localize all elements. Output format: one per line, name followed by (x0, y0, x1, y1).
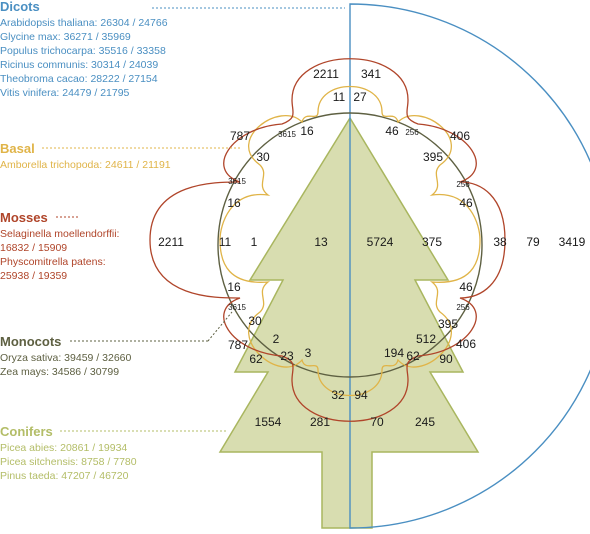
region-label: 11 (219, 235, 232, 249)
legend-dicots: Dicots Arabidopsis thaliana: 26304 / 247… (0, 0, 168, 100)
legend-conifers-line: Picea sitchensis: 8758 / 7780 (0, 456, 137, 468)
legend-dicots-line: Vitis vinifera: 24479 / 21795 (0, 87, 130, 99)
legend-monocots: Monocots Oryza sativa: 39459 / 32660 Zea… (0, 333, 131, 379)
conifers-tree-shape (218, 116, 480, 529)
region-label: 16 (227, 196, 241, 210)
legend-mosses-line: 16832 / 15909 (0, 242, 68, 254)
region-label: 375 (422, 235, 442, 249)
legend-basal: Basal Amborella trichopoda: 24611 / 2119… (0, 140, 171, 172)
region-label: 281 (310, 415, 330, 429)
region-label: 11 (333, 90, 346, 104)
region-label: 395 (423, 150, 443, 164)
region-label: 30 (256, 150, 270, 164)
region-label: 512 (416, 332, 436, 346)
region-label: 3419 (559, 235, 586, 249)
region-label: 27 (353, 90, 367, 104)
region-label: 16 (227, 280, 241, 294)
legend-basal-line: Amborella trichopoda: 24611 / 21191 (0, 159, 171, 171)
region-label: 194 (384, 346, 404, 360)
region-label: 32 (331, 388, 345, 402)
region-label: 30 (248, 314, 262, 328)
region-label: 1554 (255, 415, 282, 429)
legend-conifers-line: Pinus taeda: 47207 / 46720 (0, 470, 129, 482)
legend-conifers: Conifers Picea abies: 20861 / 19934 Pice… (0, 423, 137, 483)
region-label: 62 (406, 349, 420, 363)
region-label: 13 (314, 235, 328, 249)
monocots-circle (217, 112, 483, 378)
region-label: 406 (450, 129, 470, 143)
region-label: 341 (361, 67, 381, 81)
region-label: 46 (385, 124, 399, 138)
legend-monocots-title: Monocots (0, 334, 62, 349)
legend-mosses: Mosses Selaginella moellendorffii: 16832… (0, 209, 119, 283)
region-label: 23 (280, 349, 294, 363)
region-label: 395 (438, 317, 458, 331)
region-label: 256 (405, 128, 419, 137)
region-label: 245 (415, 415, 435, 429)
region-label: 3615 (228, 177, 246, 186)
legend-dicots-line: Populus trichocarpa: 35516 / 33358 (0, 45, 166, 57)
legend-conifers-line: Picea abies: 20861 / 19934 (0, 442, 128, 454)
region-label: 1 (251, 235, 258, 249)
legend-dicots-title: Dicots (0, 0, 40, 14)
legend-mosses-line: Selaginella moellendorffii: (0, 228, 120, 240)
region-label: 3615 (228, 303, 246, 312)
region-label: 2211 (158, 235, 184, 249)
legend-basal-title: Basal (0, 141, 35, 156)
region-label: 46 (459, 280, 473, 294)
region-label: 256 (456, 180, 470, 189)
region-label: 2211 (313, 67, 339, 81)
dicots-half-circle (349, 3, 590, 529)
region-label: 3 (305, 346, 312, 360)
legend-mosses-line: Physcomitrella patens: (0, 256, 106, 268)
region-label: 787 (228, 338, 248, 352)
leader-monocots-diag (207, 311, 233, 342)
region-label: 62 (249, 352, 263, 366)
mosses-flower-outline (149, 58, 506, 422)
region-label: 5724 (367, 235, 394, 249)
region-label: 38 (493, 235, 507, 249)
legend-monocots-line: Oryza sativa: 39459 / 32660 (0, 352, 132, 364)
region-label: 70 (370, 415, 384, 429)
region-label: 90 (439, 352, 453, 366)
legend-mosses-title: Mosses (0, 210, 48, 225)
legend-dicots-line: Theobroma cacao: 28222 / 27154 (0, 73, 158, 85)
region-label: 16 (300, 124, 314, 138)
region-label: 94 (354, 388, 368, 402)
region-label: 46 (459, 196, 473, 210)
region-label: 2 (273, 332, 280, 346)
region-label: 256 (456, 303, 470, 312)
region-label: 79 (526, 235, 540, 249)
basal-flower-outline (219, 85, 481, 397)
legend-conifers-title: Conifers (0, 424, 53, 439)
legend-mosses-line: 25938 / 19359 (0, 270, 68, 282)
region-label: 3615 (278, 130, 296, 139)
region-label: 787 (230, 129, 250, 143)
legend-dicots-line: Arabidopsis thaliana: 26304 / 24766 (0, 17, 168, 29)
legend-monocots-line: Zea mays: 34586 / 30799 (0, 366, 120, 378)
region-label: 406 (456, 337, 476, 351)
legend-dicots-line: Glycine max: 36271 / 35969 (0, 31, 131, 43)
legend-dicots-line: Ricinus communis: 30314 / 24039 (0, 59, 159, 71)
